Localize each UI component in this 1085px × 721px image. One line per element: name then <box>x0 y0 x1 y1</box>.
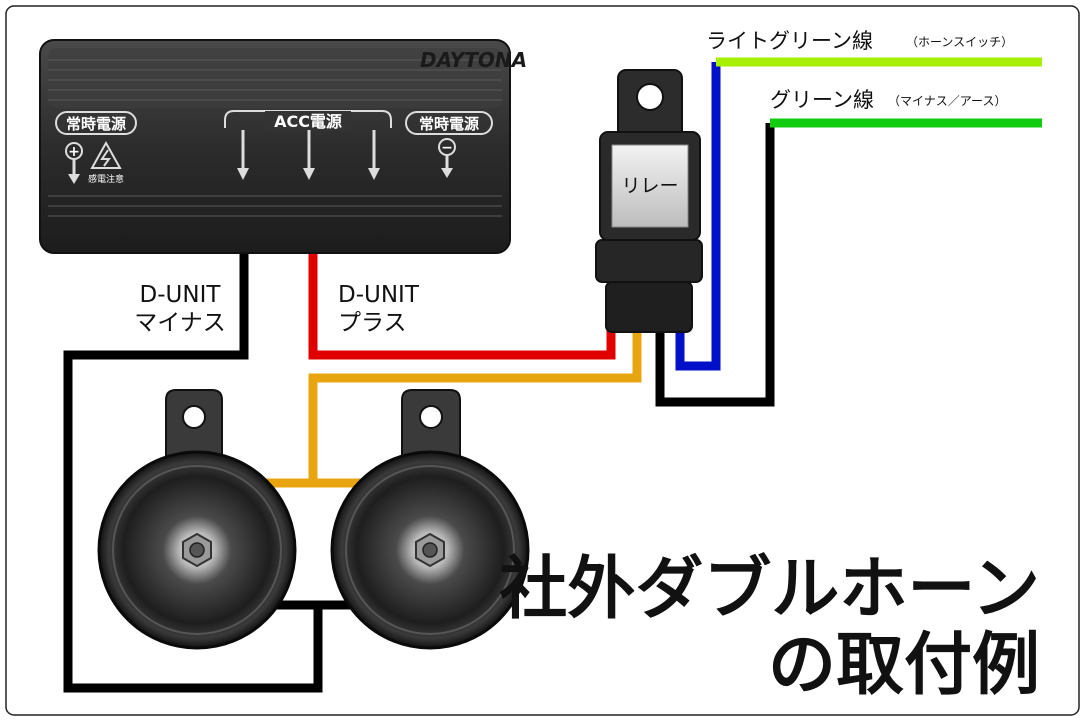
horn-right-bracket-hole <box>419 405 443 429</box>
relay-socket-lower <box>605 281 693 333</box>
acc-arrow-2-icon <box>303 168 315 180</box>
dunit-plus-label-line1: D-UNIT <box>338 282 420 308</box>
lightning-icon <box>100 149 111 167</box>
plus-arrow-head-icon <box>68 174 80 184</box>
warning-triangle-icon <box>90 140 122 169</box>
horn-left <box>97 389 297 650</box>
relay-mount-hole <box>636 83 664 111</box>
green-wire-note: （マイナス／アース） <box>888 94 1006 108</box>
dunit-minus-label-line2: マイナス <box>134 310 226 336</box>
brand-logo: DAYTONA <box>420 48 527 72</box>
title-line1: 社外ダブルホーン <box>499 550 1040 629</box>
d-unit-ridges <box>48 59 502 217</box>
blue-wire <box>675 62 721 371</box>
always-power-left-badge <box>55 111 137 135</box>
always-power-right-badge <box>405 111 493 135</box>
acc-arrows <box>237 130 380 180</box>
horn-right <box>330 389 530 650</box>
relay-socket-upper <box>595 239 703 283</box>
acc-arrow-1-icon <box>237 168 249 180</box>
horn-right-bolt <box>422 542 438 558</box>
red-wire-dunit-plus <box>308 250 616 360</box>
minus-symbol: − <box>441 140 453 156</box>
plus-circle-icon <box>65 142 83 160</box>
orange-wire-horn-plus <box>308 330 642 483</box>
acc-label-bg <box>265 111 351 131</box>
minus-arrow-head-icon <box>441 168 453 178</box>
light-green-wire-label: ライトグリーン線 <box>706 29 873 53</box>
horn-left-bolt <box>189 542 205 558</box>
dunit-minus-label-line1: D-UNIT <box>140 282 222 308</box>
horn-left-bracket-hole <box>182 405 206 429</box>
minus-circle-icon <box>438 138 456 156</box>
d-unit: DAYTONA 常時電源 + 感電注意 ACC電源 常時電源 − <box>39 39 527 254</box>
title-line2: の取付例 <box>768 626 1040 705</box>
always-power-left-label: 常時電源 <box>66 115 126 133</box>
always-power-right-label: 常時電源 <box>419 115 479 133</box>
dunit-plus-label-line2: プラス <box>338 310 407 336</box>
horn-left-rim <box>112 465 282 635</box>
caution-label: 感電注意 <box>88 173 124 185</box>
plus-symbol: + <box>68 144 80 160</box>
d-unit-top-panel <box>48 48 502 108</box>
light-green-wire-note: （ホーンスイッチ） <box>906 35 1013 49</box>
relay-label-plate <box>611 144 689 228</box>
relay: リレー <box>595 69 703 333</box>
acc-power-label: ACC電源 <box>274 112 342 131</box>
acc-arrow-3-icon <box>368 168 380 180</box>
relay-label: リレー <box>621 175 678 197</box>
horn-right-rim <box>345 465 515 635</box>
green-wire-label: グリーン線 <box>770 88 874 112</box>
black-wire-relay-ground <box>655 123 775 407</box>
